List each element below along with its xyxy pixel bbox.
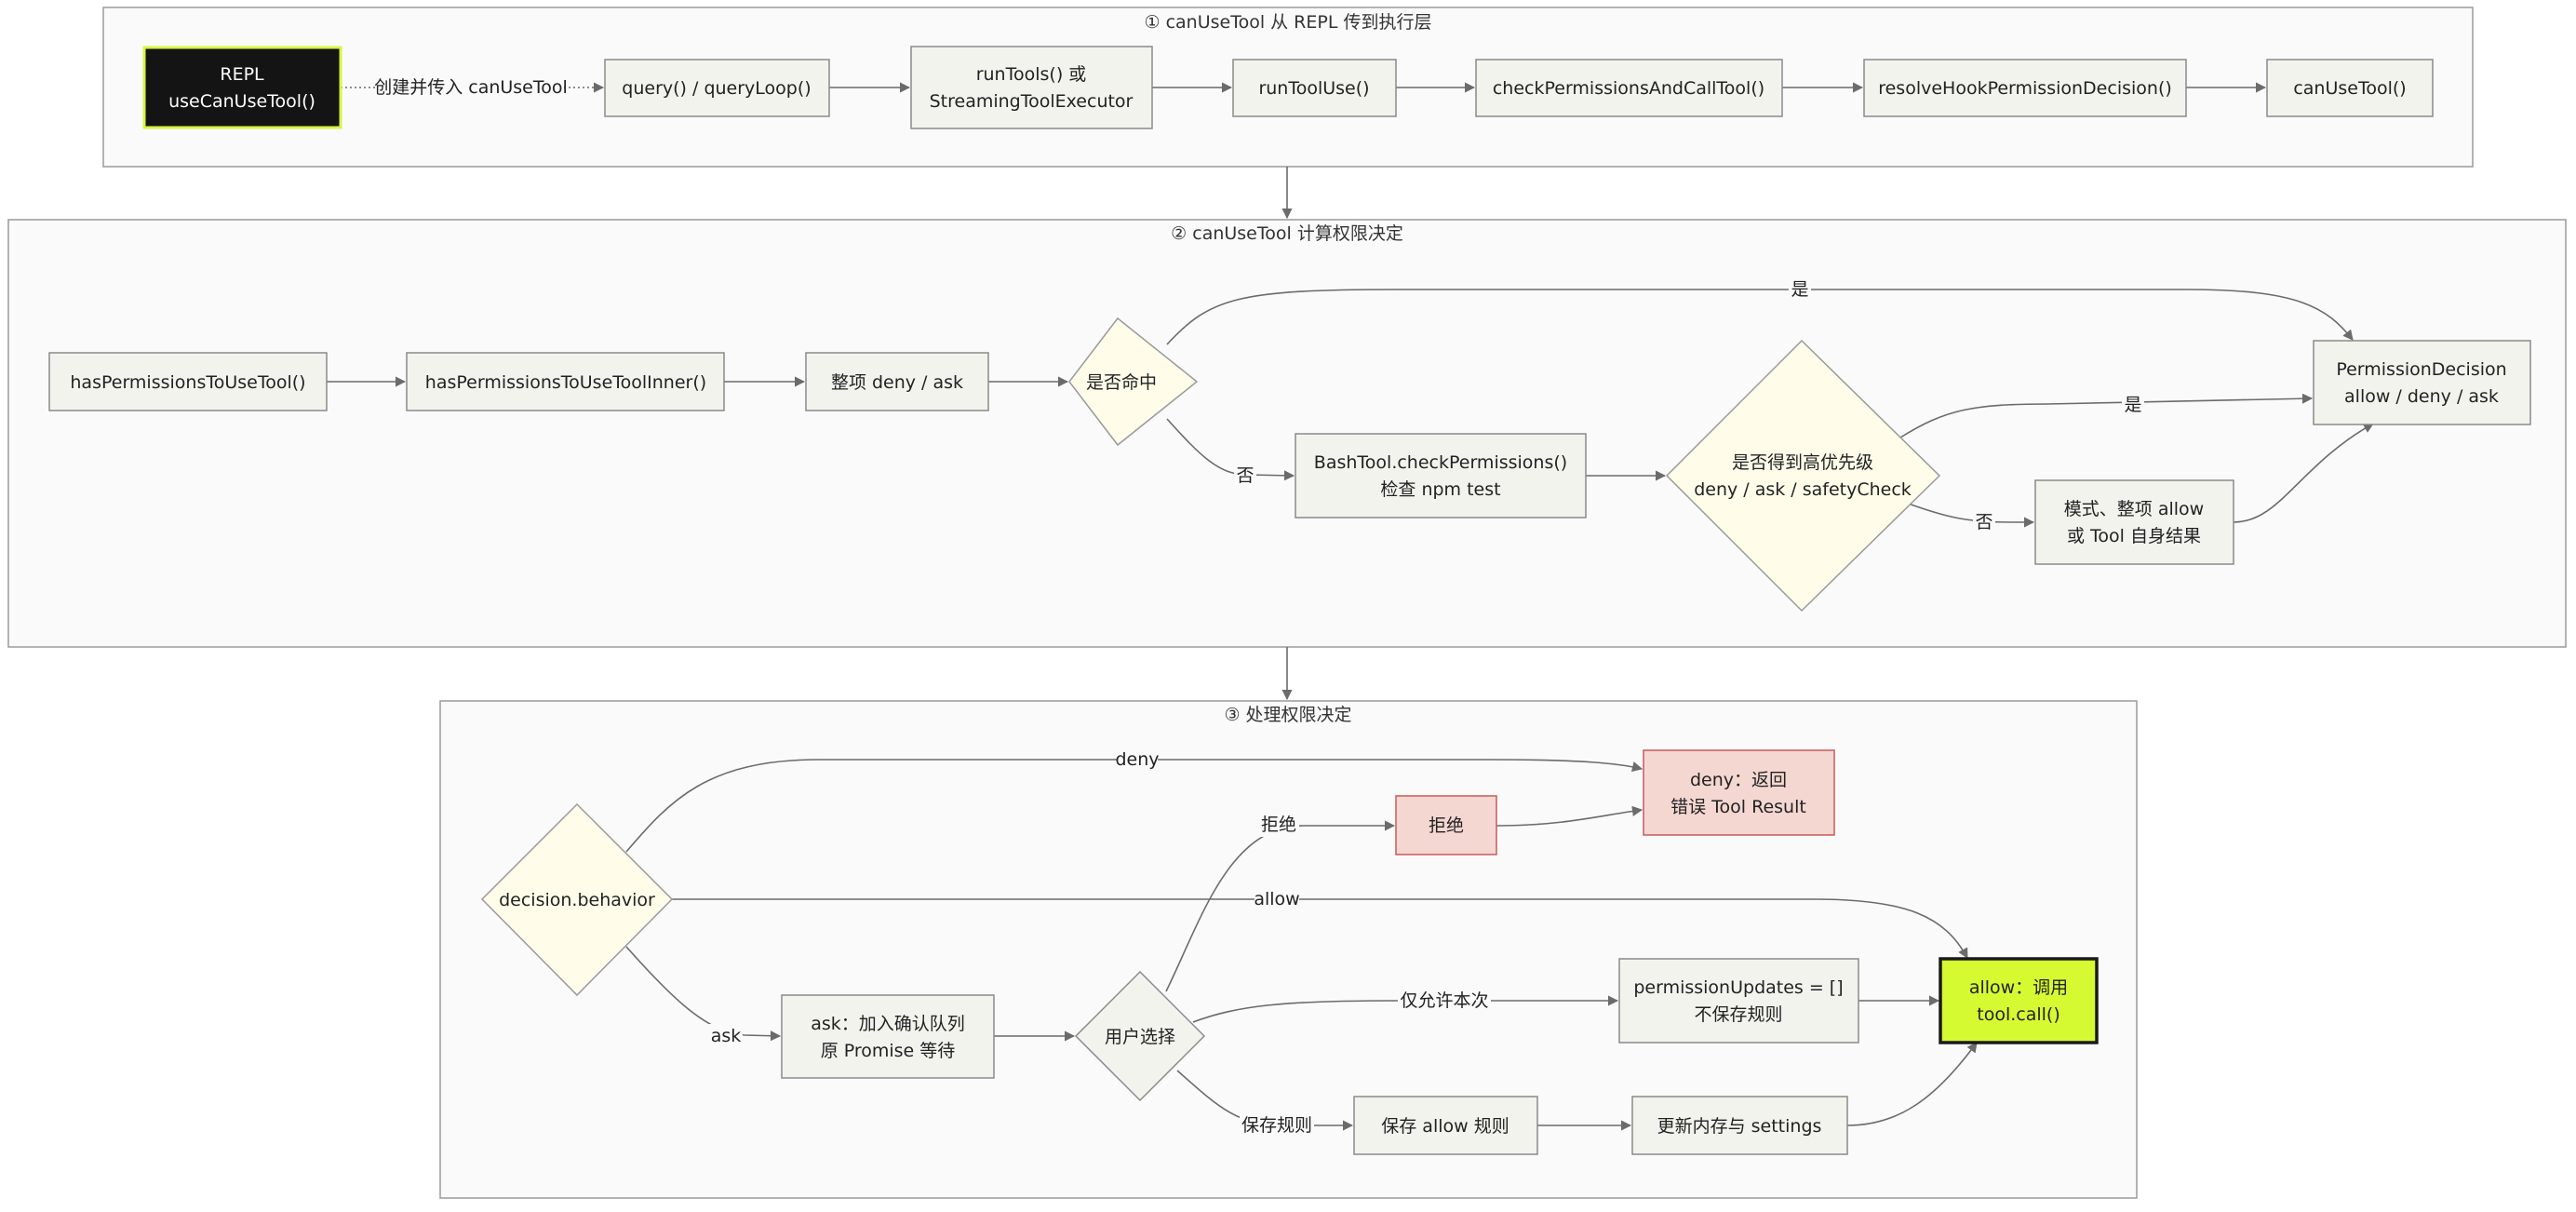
node-ask-queue: ask：加入确认队列 原 Promise 等待 — [781, 994, 995, 1079]
node-repl: REPL useCanUseTool() — [142, 46, 342, 129]
label-create-pass: 创建并传入 canUseTool — [374, 77, 568, 98]
label-deny: deny — [1115, 749, 1159, 770]
node-canusetool: canUseTool() — [2266, 59, 2434, 117]
node-reject-label: 拒绝 — [1429, 815, 1464, 836]
node-perm-updates-line1: permissionUpdates = [] — [1633, 977, 1843, 998]
edge-mode-decision — [2233, 423, 2374, 523]
label-allow: allow — [1254, 889, 1299, 909]
node-resolvehook: resolveHookPermissionDecision() — [1863, 59, 2187, 117]
node-runtooluse-label: runToolUse() — [1258, 78, 1369, 99]
node-mode-result: 模式、整项 allow 或 Tool 自身结果 — [2034, 479, 2234, 565]
label-no-1: 否 — [1236, 465, 1254, 486]
edge-reject-deny — [1496, 805, 1644, 827]
label-save-rule: 保存规则 — [1241, 1115, 1312, 1136]
node-haspermissions-label: hasPermissionsToUseTool() — [70, 372, 305, 393]
node-resolvehook-label: resolveHookPermissionDecision() — [1878, 78, 2172, 99]
node-runtools: runTools() 或 StreamingToolExecutor — [910, 46, 1153, 129]
node-query-label: query() / queryLoop() — [622, 78, 811, 99]
node-user-choice-label: 用户选择 — [1105, 1027, 1175, 1047]
node-behavior-diamond: decision.behavior — [480, 802, 674, 997]
label-yes-1: 是 — [1791, 279, 1808, 300]
node-deny-return-line2: 错误 Tool Result — [1670, 797, 1806, 817]
node-priority-diamond-line1: 是否得到高优先级 — [1732, 452, 1873, 473]
node-save-allow-label: 保存 allow 规则 — [1381, 1116, 1509, 1137]
node-ask-queue-line1: ask：加入确认队列 — [811, 1014, 965, 1034]
node-runtools-line1: runTools() 或 — [976, 64, 1087, 85]
label-no-2: 否 — [1975, 512, 1992, 532]
node-save-allow: 保存 allow 规则 — [1353, 1096, 1538, 1155]
edge-priority-no-mode — [1899, 500, 2035, 528]
node-update-settings: 更新内存与 settings — [1631, 1096, 1848, 1155]
node-checkperm-call-label: checkPermissionsAndCallTool() — [1493, 78, 1764, 99]
node-query: query() / queryLoop() — [604, 59, 830, 117]
node-checkperm-call: checkPermissionsAndCallTool() — [1475, 59, 1783, 117]
edge-priority-yes-decision — [1899, 393, 2314, 438]
node-bash-check-line2: 检查 npm test — [1380, 479, 1500, 500]
edge-hit-yes-decision — [1166, 289, 2354, 345]
node-allow-call: allow：调用 tool.call() — [1939, 957, 2099, 1044]
subgraph-2: ② canUseTool 计算权限决定 — [7, 219, 2567, 648]
node-update-settings-label: 更新内存与 settings — [1657, 1116, 1822, 1137]
edge-labels: 创建并传入 canUseTool 是 否 是 否 deny allow ask … — [374, 74, 2144, 1138]
node-allow-call-line1: allow：调用 — [1969, 977, 2068, 998]
node-whole-deny-ask-label: 整项 deny / ask — [831, 372, 963, 393]
edge-behavior-allow — [672, 898, 1968, 959]
edge-userchoice-allowonce — [1192, 995, 1619, 1023]
subgraph-3-title: ③ 处理权限决定 — [1224, 705, 1351, 725]
node-perm-decision-line2: allow / deny / ask — [2344, 386, 2499, 407]
node-hit-diamond: 是否命中 — [1068, 316, 1199, 447]
edge-update-allow — [1846, 1042, 1978, 1126]
node-deny-return-line1: deny：返回 — [1690, 770, 1787, 790]
subgraph-2-title: ② canUseTool 计算权限决定 — [1171, 223, 1403, 244]
node-priority-diamond-line2: deny / ask / safetyCheck — [1694, 479, 1912, 500]
node-perm-updates: permissionUpdates = [] 不保存规则 — [1618, 958, 1859, 1044]
edge-behavior-deny — [625, 759, 1644, 853]
node-runtooluse: runToolUse() — [1232, 59, 1397, 117]
node-deny-return: deny：返回 错误 Tool Result — [1643, 749, 1835, 836]
node-perm-decision-line1: PermissionDecision — [2336, 359, 2506, 380]
node-bash-check-line1: BashTool.checkPermissions() — [1314, 452, 1567, 473]
node-perm-decision: PermissionDecision allow / deny / ask — [2313, 340, 2531, 425]
node-behavior-diamond-label: decision.behavior — [499, 890, 655, 910]
node-bash-check: BashTool.checkPermissions() 检查 npm test — [1295, 433, 1587, 518]
node-haspermissions: hasPermissionsToUseTool() — [48, 352, 328, 411]
label-yes-2: 是 — [2124, 395, 2141, 415]
node-repl-line2: useCanUseTool() — [168, 91, 315, 112]
label-reject: 拒绝 — [1261, 815, 1296, 835]
node-haspermissions-inner-label: hasPermissionsToUseToolInner() — [425, 372, 706, 393]
node-allow-call-line2: tool.call() — [1977, 1004, 2060, 1025]
node-whole-deny-ask: 整项 deny / ask — [805, 352, 989, 411]
label-ask: ask — [711, 1026, 742, 1046]
node-runtools-line2: StreamingToolExecutor — [930, 91, 1134, 112]
node-mode-result-line2: 或 Tool 自身结果 — [2067, 526, 2201, 546]
node-canusetool-label: canUseTool() — [2293, 78, 2406, 99]
node-repl-line1: REPL — [220, 64, 264, 85]
node-perm-updates-line2: 不保存规则 — [1694, 1004, 1782, 1025]
node-user-choice: 用户选择 — [1074, 970, 1206, 1102]
node-hit-diamond-label: 是否命中 — [1086, 372, 1157, 393]
label-allow-once: 仅允许本次 — [1400, 990, 1488, 1011]
node-haspermissions-inner: hasPermissionsToUseToolInner() — [406, 352, 725, 411]
node-ask-queue-line2: 原 Promise 等待 — [821, 1041, 956, 1061]
subgraph-1-title: ① canUseTool 从 REPL 传到执行层 — [1145, 12, 1432, 33]
node-mode-result-line1: 模式、整项 allow — [2064, 499, 2204, 519]
node-reject: 拒绝 — [1395, 795, 1497, 855]
node-priority-diamond: 是否得到高优先级 deny / ask / safetyCheck — [1665, 339, 1941, 613]
